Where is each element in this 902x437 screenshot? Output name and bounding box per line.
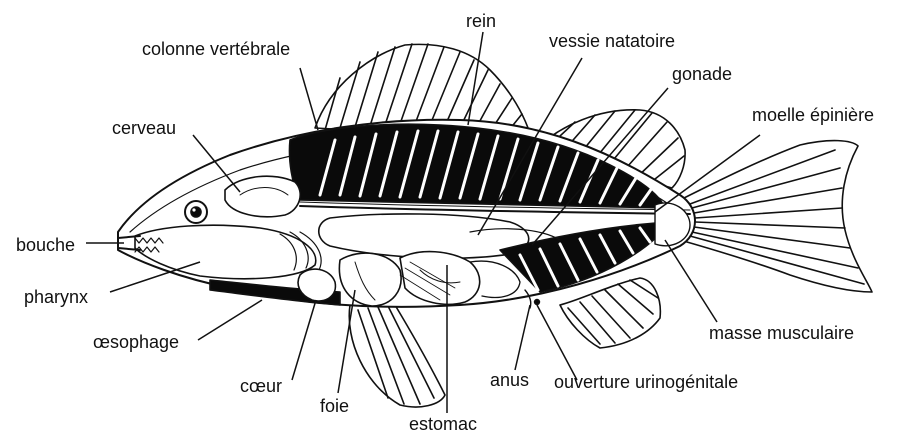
label-foie: foie — [320, 397, 349, 415]
leader-masse — [665, 240, 717, 322]
leader-oesophage — [198, 300, 262, 340]
tail-fin — [680, 141, 872, 292]
leader-colonne — [300, 68, 318, 130]
label-estomac: estomac — [409, 415, 477, 433]
label-coeur: cœur — [240, 377, 282, 395]
label-anus: anus — [490, 371, 529, 389]
label-masse-musculaire: masse musculaire — [709, 324, 854, 342]
label-bouche: bouche — [16, 236, 75, 254]
label-cerveau: cerveau — [112, 119, 176, 137]
label-oesophage: œsophage — [93, 333, 179, 351]
leader-anus — [515, 305, 530, 370]
pelvic-fin — [349, 305, 445, 407]
label-pharynx: pharynx — [24, 288, 88, 306]
label-ouverture-urinogenitale: ouverture urinogénitale — [554, 373, 738, 391]
label-rein: rein — [466, 12, 496, 30]
anal-fin — [560, 278, 660, 348]
label-colonne-vertebrale: colonne vertébrale — [142, 40, 290, 58]
label-gonade: gonade — [672, 65, 732, 83]
brain — [225, 176, 300, 217]
label-moelle-epiniere: moelle épinière — [752, 106, 874, 124]
label-vessie-natatoire: vessie natatoire — [549, 32, 675, 50]
leader-coeur — [292, 300, 316, 380]
